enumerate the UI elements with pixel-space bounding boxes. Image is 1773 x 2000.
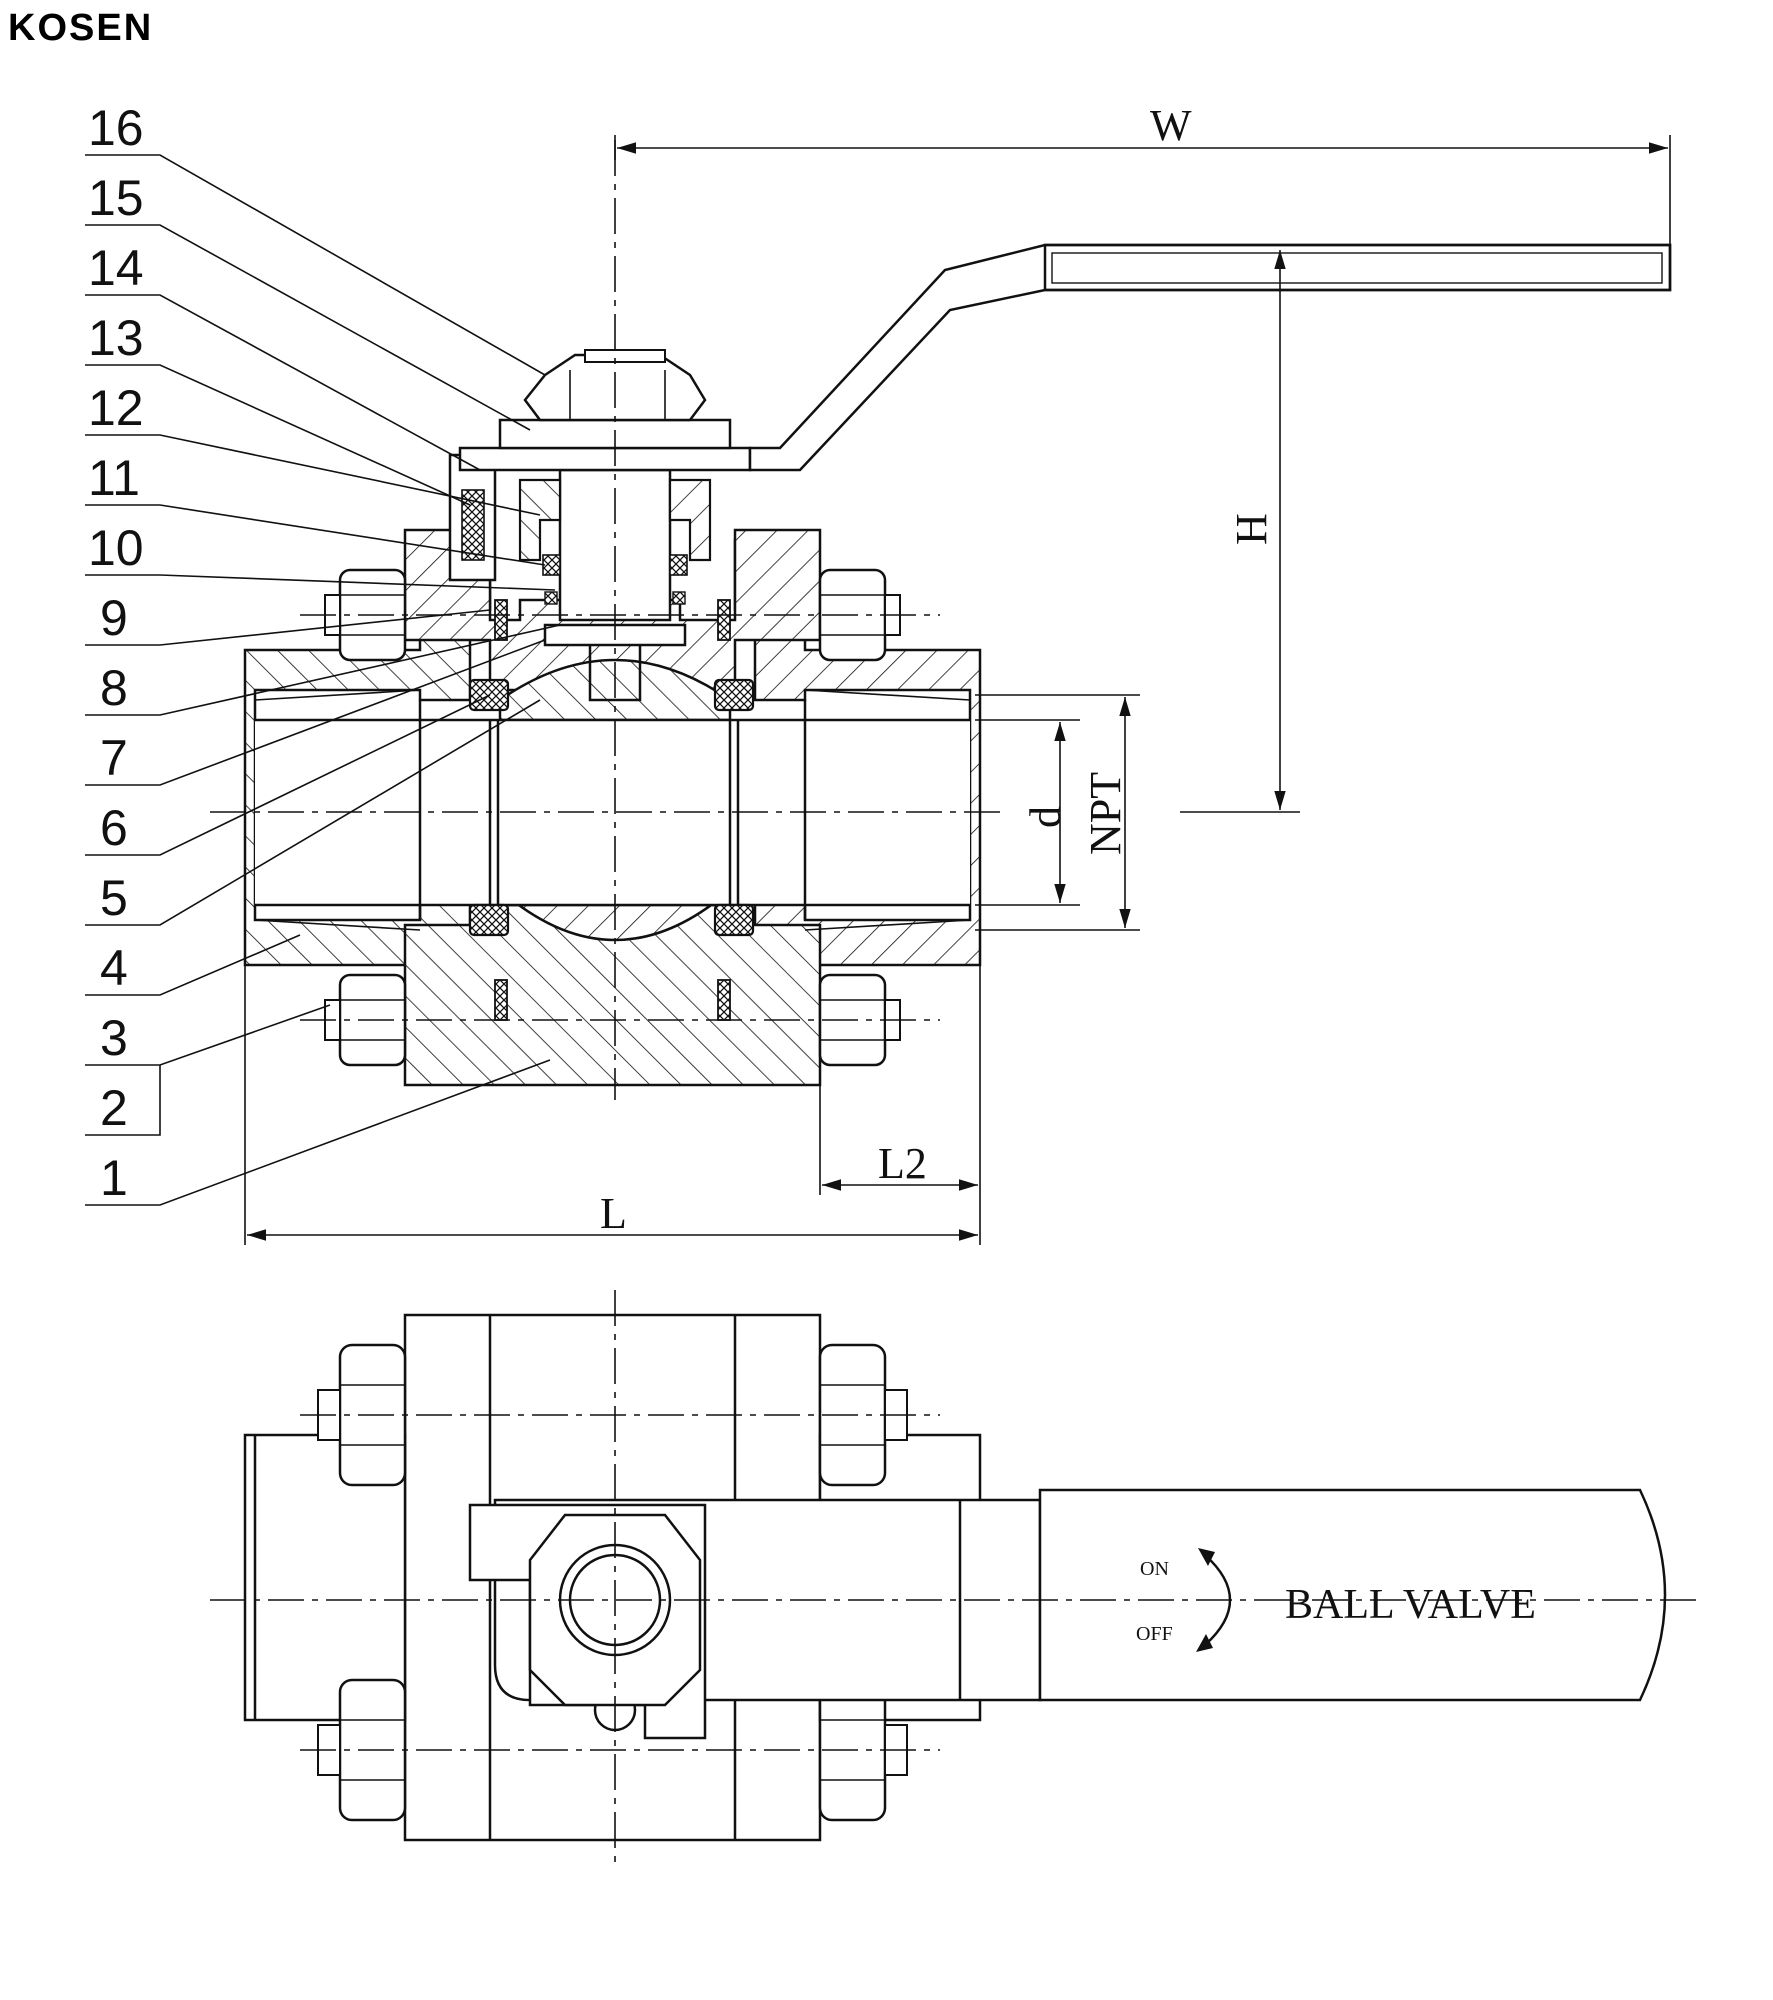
dimension-l-label: L (600, 1189, 627, 1238)
callout-5: 5 (100, 870, 128, 926)
dimension-w-label: W (1150, 101, 1192, 150)
callout-12: 12 (88, 380, 144, 436)
callout-11: 11 (88, 450, 140, 506)
handle-grip (1043, 243, 1672, 292)
handle-ball-valve-label: BALL VALVE (1285, 1582, 1536, 1628)
callout-9: 9 (100, 590, 128, 646)
handle-off-label: OFF (1136, 1623, 1173, 1645)
packing-ring-left (542, 554, 561, 576)
packing-gland-right (668, 478, 712, 562)
seat-top-right (713, 678, 755, 712)
seat-bottom-right (713, 903, 755, 937)
dimension-w: W (614, 101, 1671, 245)
dimension-npt: NPT (975, 694, 1140, 931)
gasket-bottom-left (494, 979, 508, 1021)
callout-2: 2 (100, 1080, 128, 1136)
callout-16: 16 (88, 100, 144, 156)
callout-6: 6 (100, 800, 128, 856)
dimension-npt-label: NPT (1081, 772, 1130, 855)
callout-13: 13 (88, 310, 144, 366)
stem-top (584, 349, 666, 363)
callout-3: 3 (100, 1010, 128, 1066)
handle-grip-inner (1051, 252, 1663, 284)
callout-14: 14 (88, 240, 144, 296)
dimension-l: L (244, 965, 978, 1245)
gasket-bottom-right (717, 979, 731, 1021)
dimension-l2-label: L2 (878, 1139, 927, 1188)
top-view: ON OFF BALL VALVE (210, 1290, 1700, 1870)
section-view: 16 15 14 13 12 11 10 9 8 7 6 5 4 3 2 1 W… (85, 100, 1672, 1245)
dimension-h-label: H (1227, 513, 1276, 545)
callout-7: 7 (100, 730, 128, 786)
seat-bottom-left (468, 903, 510, 937)
top-handle-grip (1038, 1488, 1667, 1702)
callout-leaders (85, 154, 561, 1206)
callout-1: 1 (100, 1150, 128, 1206)
lock-bolt (461, 489, 485, 561)
dimension-d-label: d (1021, 806, 1070, 828)
packing-gland (518, 478, 562, 562)
stem-oring-left (544, 591, 558, 605)
handle-lever (748, 243, 1672, 472)
stem-oring-right (672, 591, 686, 605)
handle-on-label: ON (1140, 1558, 1169, 1580)
gasket-top-left (494, 599, 508, 641)
brand-logo: KOSEN (8, 7, 153, 49)
gasket-top-right (717, 599, 731, 641)
packing-ring-right (669, 554, 688, 576)
callout-10: 10 (88, 520, 144, 576)
callout-8: 8 (100, 660, 128, 716)
handle-plate (458, 446, 752, 472)
dimension-h: H (1180, 250, 1300, 813)
callout-15: 15 (88, 170, 144, 226)
callout-4: 4 (100, 940, 128, 996)
dimension-d: d (975, 719, 1080, 906)
dimension-l2: L2 (819, 965, 981, 1245)
